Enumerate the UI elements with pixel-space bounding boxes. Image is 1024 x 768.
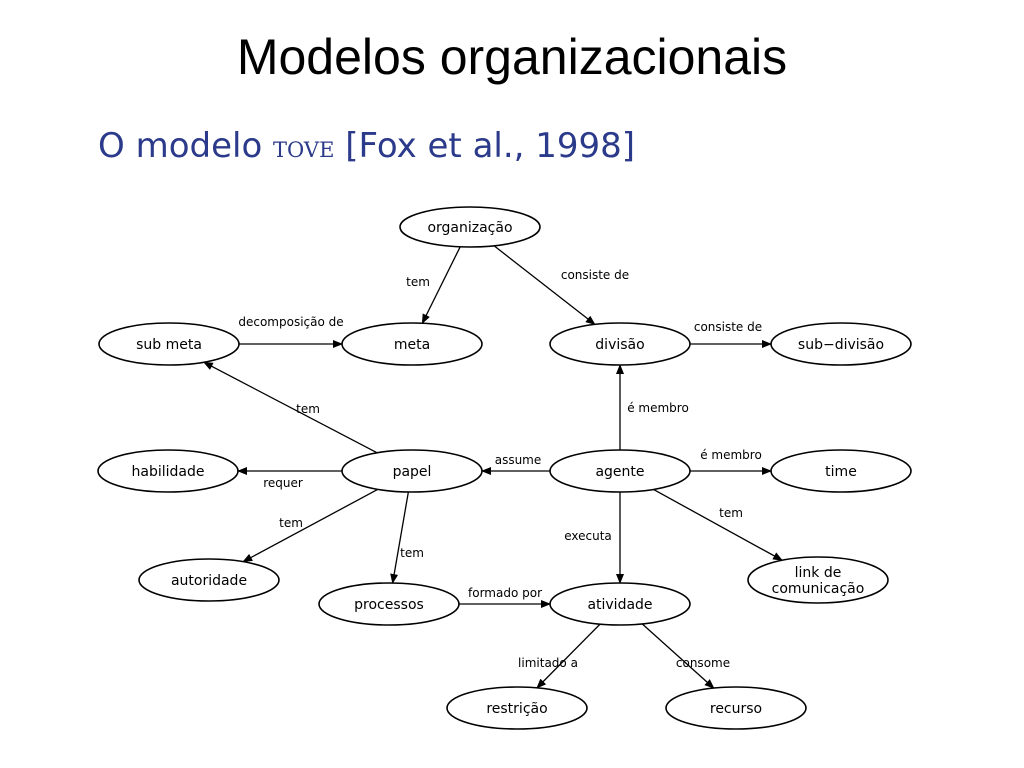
edge-agente-to-link-comunicacao (653, 488, 784, 561)
node-ellipse-autoridade (138, 558, 280, 602)
edge-label-divisao-to-sub-divisao: consiste de (694, 320, 762, 334)
edge-label-agente-to-atividade: executa (564, 529, 612, 543)
node-processos: processos (318, 582, 460, 626)
node-ellipse-atividade (549, 582, 691, 626)
node-divisao: divisão (549, 322, 691, 366)
node-label-habilidade: habilidade (132, 464, 205, 480)
node-ellipse-divisao (549, 322, 691, 366)
slide-subtitle: O modelo tove [Fox et al., 1998] (98, 126, 635, 166)
node-ellipse-organizacao (399, 206, 541, 248)
node-label-sub-divisao: sub−divisão (798, 337, 884, 353)
edge-label-papel-to-sub-meta: tem (296, 402, 320, 416)
node-ellipse-recurso (665, 686, 807, 730)
node-ellipse-processos (318, 582, 460, 626)
edge-label-agente-to-time: é membro (700, 448, 762, 462)
node-sub-meta: sub meta (98, 322, 240, 366)
edge-label-agente-to-papel: assume (495, 453, 542, 467)
node-atividade: atividade (549, 582, 691, 626)
edge-label-atividade-to-recurso: consome (676, 656, 730, 670)
node-ellipse-agente (549, 449, 691, 493)
node-label-link-comunicacao: link de (795, 565, 842, 581)
edge-organizacao-to-divisao (493, 245, 596, 326)
node-ellipse-link-comunicacao (747, 556, 889, 604)
node-autoridade: autoridade (138, 558, 280, 602)
edge-organizacao-to-meta (421, 246, 461, 325)
node-meta: meta (341, 322, 483, 366)
node-label-organizacao: organização (427, 220, 512, 236)
node-label-divisao: divisão (595, 337, 644, 353)
node-recurso: recurso (665, 686, 807, 730)
node-label-sub-meta: sub meta (136, 337, 202, 353)
slide-title: Modelos organizacionais (236, 29, 788, 85)
node-sub-divisao: sub−divisão (770, 322, 912, 366)
node-label-time: time (825, 464, 857, 480)
edge-label-sub-meta-to-meta: decomposição de (238, 315, 343, 329)
edge-papel-to-autoridade (242, 488, 379, 563)
node-habilidade: habilidade (97, 449, 239, 493)
node-ellipse-sub-divisao (770, 322, 912, 366)
edge-label-papel-to-autoridade: tem (279, 516, 303, 530)
edge-label-organizacao-to-meta: tem (406, 275, 430, 289)
edges-layer: tem consiste de decomposição de consiste de… (202, 245, 784, 689)
subtitle-citation: [Fox et al., 1998] (334, 126, 636, 166)
node-ellipse-papel (341, 449, 483, 493)
edge-papel-to-sub-meta (202, 361, 378, 454)
edge-label-papel-to-processos: tem (400, 546, 424, 560)
node-label-restricao: restrição (486, 701, 547, 717)
edge-label-atividade-to-restricao: limitado a (518, 656, 578, 670)
subtitle-model-name: tove (273, 130, 335, 165)
edge-label-agente-to-divisao: é membro (627, 401, 689, 415)
edge-papel-to-processos (390, 491, 410, 585)
node-organizacao: organização (399, 206, 541, 248)
node-label-recurso: recurso (710, 701, 762, 717)
node-papel: papel (341, 449, 483, 493)
node-label-atividade: atividade (587, 597, 652, 613)
node-ellipse-habilidade (97, 449, 239, 493)
node-agente: agente (549, 449, 691, 493)
node-ellipse-restricao (446, 686, 588, 730)
edge-label-agente-to-link-comunicacao: tem (719, 506, 743, 520)
node-restricao: restrição (446, 686, 588, 730)
node-label-agente: agente (595, 464, 644, 480)
edge-atividade-to-recurso (641, 623, 715, 689)
node-label-meta: meta (394, 337, 430, 353)
node-label-papel: papel (393, 464, 432, 480)
node-label-link-comunicacao: comunicação (772, 581, 865, 597)
node-label-processos: processos (354, 597, 424, 613)
node-time: time (770, 449, 912, 493)
nodes-layer: organização sub meta meta divisão sub−divisã… (97, 206, 912, 730)
edge-label-processos-to-atividade: formado por (468, 586, 542, 600)
node-ellipse-meta (341, 322, 483, 366)
subtitle-prefix: O modelo (98, 126, 274, 166)
edge-label-papel-to-habilidade: requer (263, 476, 303, 490)
edge-atividade-to-restricao (536, 623, 601, 689)
node-ellipse-time (770, 449, 912, 493)
edge-label-organizacao-to-divisao: consiste de (561, 268, 629, 282)
node-ellipse-sub-meta (98, 322, 240, 366)
node-label-autoridade: autoridade (171, 573, 247, 589)
